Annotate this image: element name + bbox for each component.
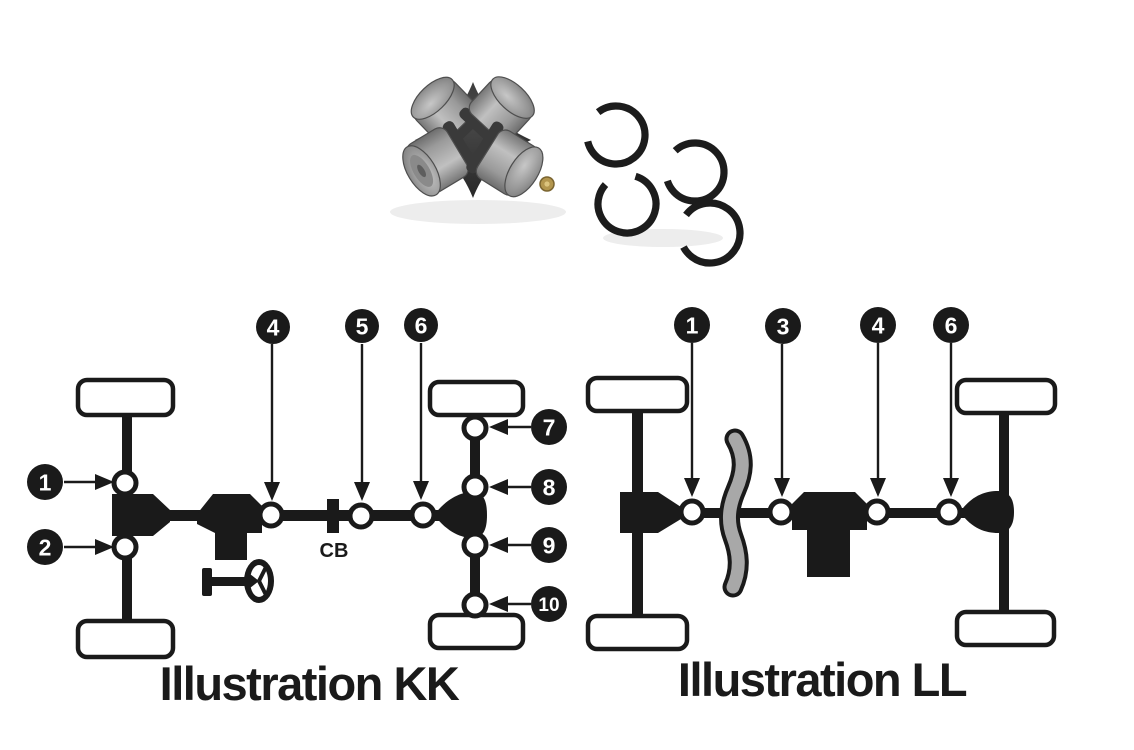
kk-front-differential	[112, 494, 170, 536]
kk-joint-5	[347, 502, 375, 530]
kk-callout-4: 4	[256, 310, 290, 344]
ll-rear-differential	[960, 491, 1014, 533]
kk-arrowhead-9	[489, 537, 508, 553]
kk-transmission	[197, 494, 262, 560]
kk-callout-1: 1	[27, 464, 63, 500]
kk-steering-column	[207, 577, 251, 586]
kk-center-bearing-label: CB	[320, 540, 349, 562]
kk-callout-8: 8	[531, 469, 567, 505]
svg-text:1: 1	[39, 469, 52, 495]
ll-arrowhead-4	[870, 478, 886, 497]
kk-steering-spoke	[257, 580, 268, 596]
ujoint-cross-body	[415, 82, 531, 198]
kk-callout-9: 9	[531, 527, 567, 563]
bearing-cap-top-right	[459, 76, 535, 152]
svg-text:7: 7	[543, 414, 556, 440]
ll-joint-3	[767, 498, 795, 526]
kk-steering-spoke	[250, 574, 259, 588]
kk-joint-4	[257, 501, 285, 529]
ll-joint-6	[935, 498, 963, 526]
ll-arrowhead-3	[774, 478, 790, 497]
ll-arrowhead-6	[943, 478, 959, 497]
kk-arrowhead-4	[264, 482, 280, 501]
ll-transfer-case	[792, 492, 867, 577]
kk-arrowhead-8	[489, 479, 508, 495]
kk-drive-shaft	[160, 510, 442, 521]
svg-text:1: 1	[686, 312, 699, 338]
kk-joint-6	[409, 501, 437, 529]
ll-wheel-front-top	[585, 375, 690, 414]
kk-arrowhead-10	[489, 596, 508, 612]
ll-callout-4: 4	[860, 307, 896, 343]
ujoint-photo	[390, 76, 744, 267]
kk-callout-10: 10	[531, 586, 567, 622]
kk-joint-2	[111, 533, 139, 561]
ll-title: Illustration LL	[678, 653, 967, 706]
kk-wheel-rear-bottom	[427, 612, 526, 651]
kk-callout-2: 2	[27, 529, 63, 565]
svg-text:3: 3	[777, 313, 790, 339]
ll-wheel-front-bottom	[585, 613, 690, 652]
ll-callout-3: 3	[765, 308, 801, 344]
kk-steering-spoke	[257, 566, 268, 582]
svg-text:8: 8	[543, 474, 556, 500]
svg-text:4: 4	[267, 314, 280, 340]
kk-center-bearing	[327, 499, 339, 533]
kk-wheel-front-bottom	[75, 618, 176, 660]
ll-wheel-rear-bottom	[954, 609, 1057, 648]
kk-arrowhead-2	[95, 539, 114, 555]
kk-joint-8	[461, 473, 489, 501]
grease-fitting-tip	[544, 181, 550, 187]
illustration-ll: 1 3 4 6 Illustration LL	[585, 307, 1058, 706]
ll-joint-4	[863, 498, 891, 526]
ll-flex-coupling	[722, 432, 749, 594]
kk-arrowhead-6	[413, 481, 429, 500]
kk-arrowhead-5	[354, 482, 370, 501]
kk-joint-9	[461, 531, 489, 559]
kk-joint-10	[461, 591, 489, 619]
ll-callout-1: 1	[674, 307, 710, 343]
svg-text:9: 9	[543, 532, 556, 558]
ll-callout-6: 6	[933, 307, 969, 343]
svg-text:2: 2	[39, 534, 52, 560]
ll-wheel-rear-top	[954, 377, 1058, 416]
svg-text:5: 5	[356, 313, 369, 339]
ll-arrowhead-1	[684, 478, 700, 497]
kk-joint-7	[461, 414, 489, 442]
snap-ring-1	[583, 102, 649, 168]
bearing-cap-bottom-right	[466, 121, 544, 198]
ll-joint-1	[678, 498, 706, 526]
kk-arrowhead-1	[95, 474, 114, 490]
kk-callout-5: 5	[345, 309, 379, 343]
snap-ring-2	[662, 139, 728, 205]
kk-callout-6: 6	[404, 308, 438, 342]
photo-shadow	[390, 200, 566, 224]
bearing-cap-bottom-left	[402, 121, 480, 197]
svg-text:6: 6	[945, 312, 958, 338]
kk-wheel-front-top	[75, 377, 176, 418]
snap-ring-4	[676, 199, 744, 267]
svg-text:10: 10	[538, 595, 559, 616]
ll-front-differential	[620, 492, 681, 533]
kk-wheel-rear-top	[427, 379, 526, 418]
kk-arrowhead-7	[489, 419, 508, 435]
kk-rear-differential	[434, 492, 487, 538]
illustration-kk: 1 2 4 5 6 7 8 9	[27, 308, 567, 710]
kk-joint-1	[111, 469, 139, 497]
kk-title: Illustration KK	[160, 657, 460, 710]
kk-callout-7: 7	[531, 409, 567, 445]
svg-text:6: 6	[415, 312, 428, 338]
svg-text:4: 4	[872, 312, 885, 338]
